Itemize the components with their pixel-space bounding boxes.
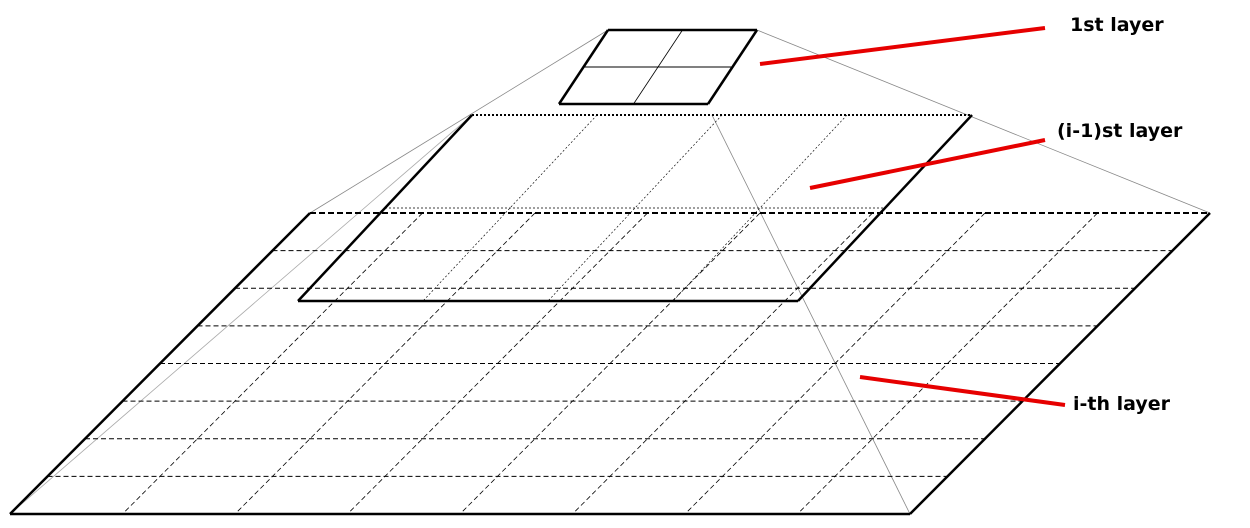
grid-col-line xyxy=(234,212,536,515)
guide-line xyxy=(9,114,473,515)
layer-left-edge xyxy=(557,29,610,105)
grid-col-line xyxy=(684,212,986,515)
layer-left-edge xyxy=(9,212,311,515)
grid-col-line xyxy=(422,114,598,302)
guide-line xyxy=(309,29,609,214)
grid-col-line xyxy=(572,212,873,515)
label-i-1-layer: (i-1)st layer xyxy=(1057,120,1183,142)
pointer-i-th-layer xyxy=(859,375,1066,407)
grid-col-line xyxy=(459,212,761,515)
grid-col-line xyxy=(347,212,648,515)
layer-right-edge xyxy=(706,29,759,105)
grid-col-line xyxy=(122,212,423,515)
layer-right-edge xyxy=(909,212,1211,515)
guide-line xyxy=(756,29,1211,214)
grid-col-line xyxy=(547,114,723,302)
grid-col-line xyxy=(672,114,848,302)
guide-line xyxy=(711,114,911,515)
label-1st-layer: 1st layer xyxy=(1070,14,1164,36)
grid-col-line xyxy=(797,212,1098,515)
grid-col-line xyxy=(633,29,683,105)
layer-left-edge xyxy=(297,114,473,302)
pointer-i-1-layer xyxy=(809,138,1046,190)
layer-right-edge xyxy=(797,114,973,302)
pointer-1st-layer xyxy=(759,26,1046,66)
label-i-th-layer: i-th layer xyxy=(1073,393,1171,415)
